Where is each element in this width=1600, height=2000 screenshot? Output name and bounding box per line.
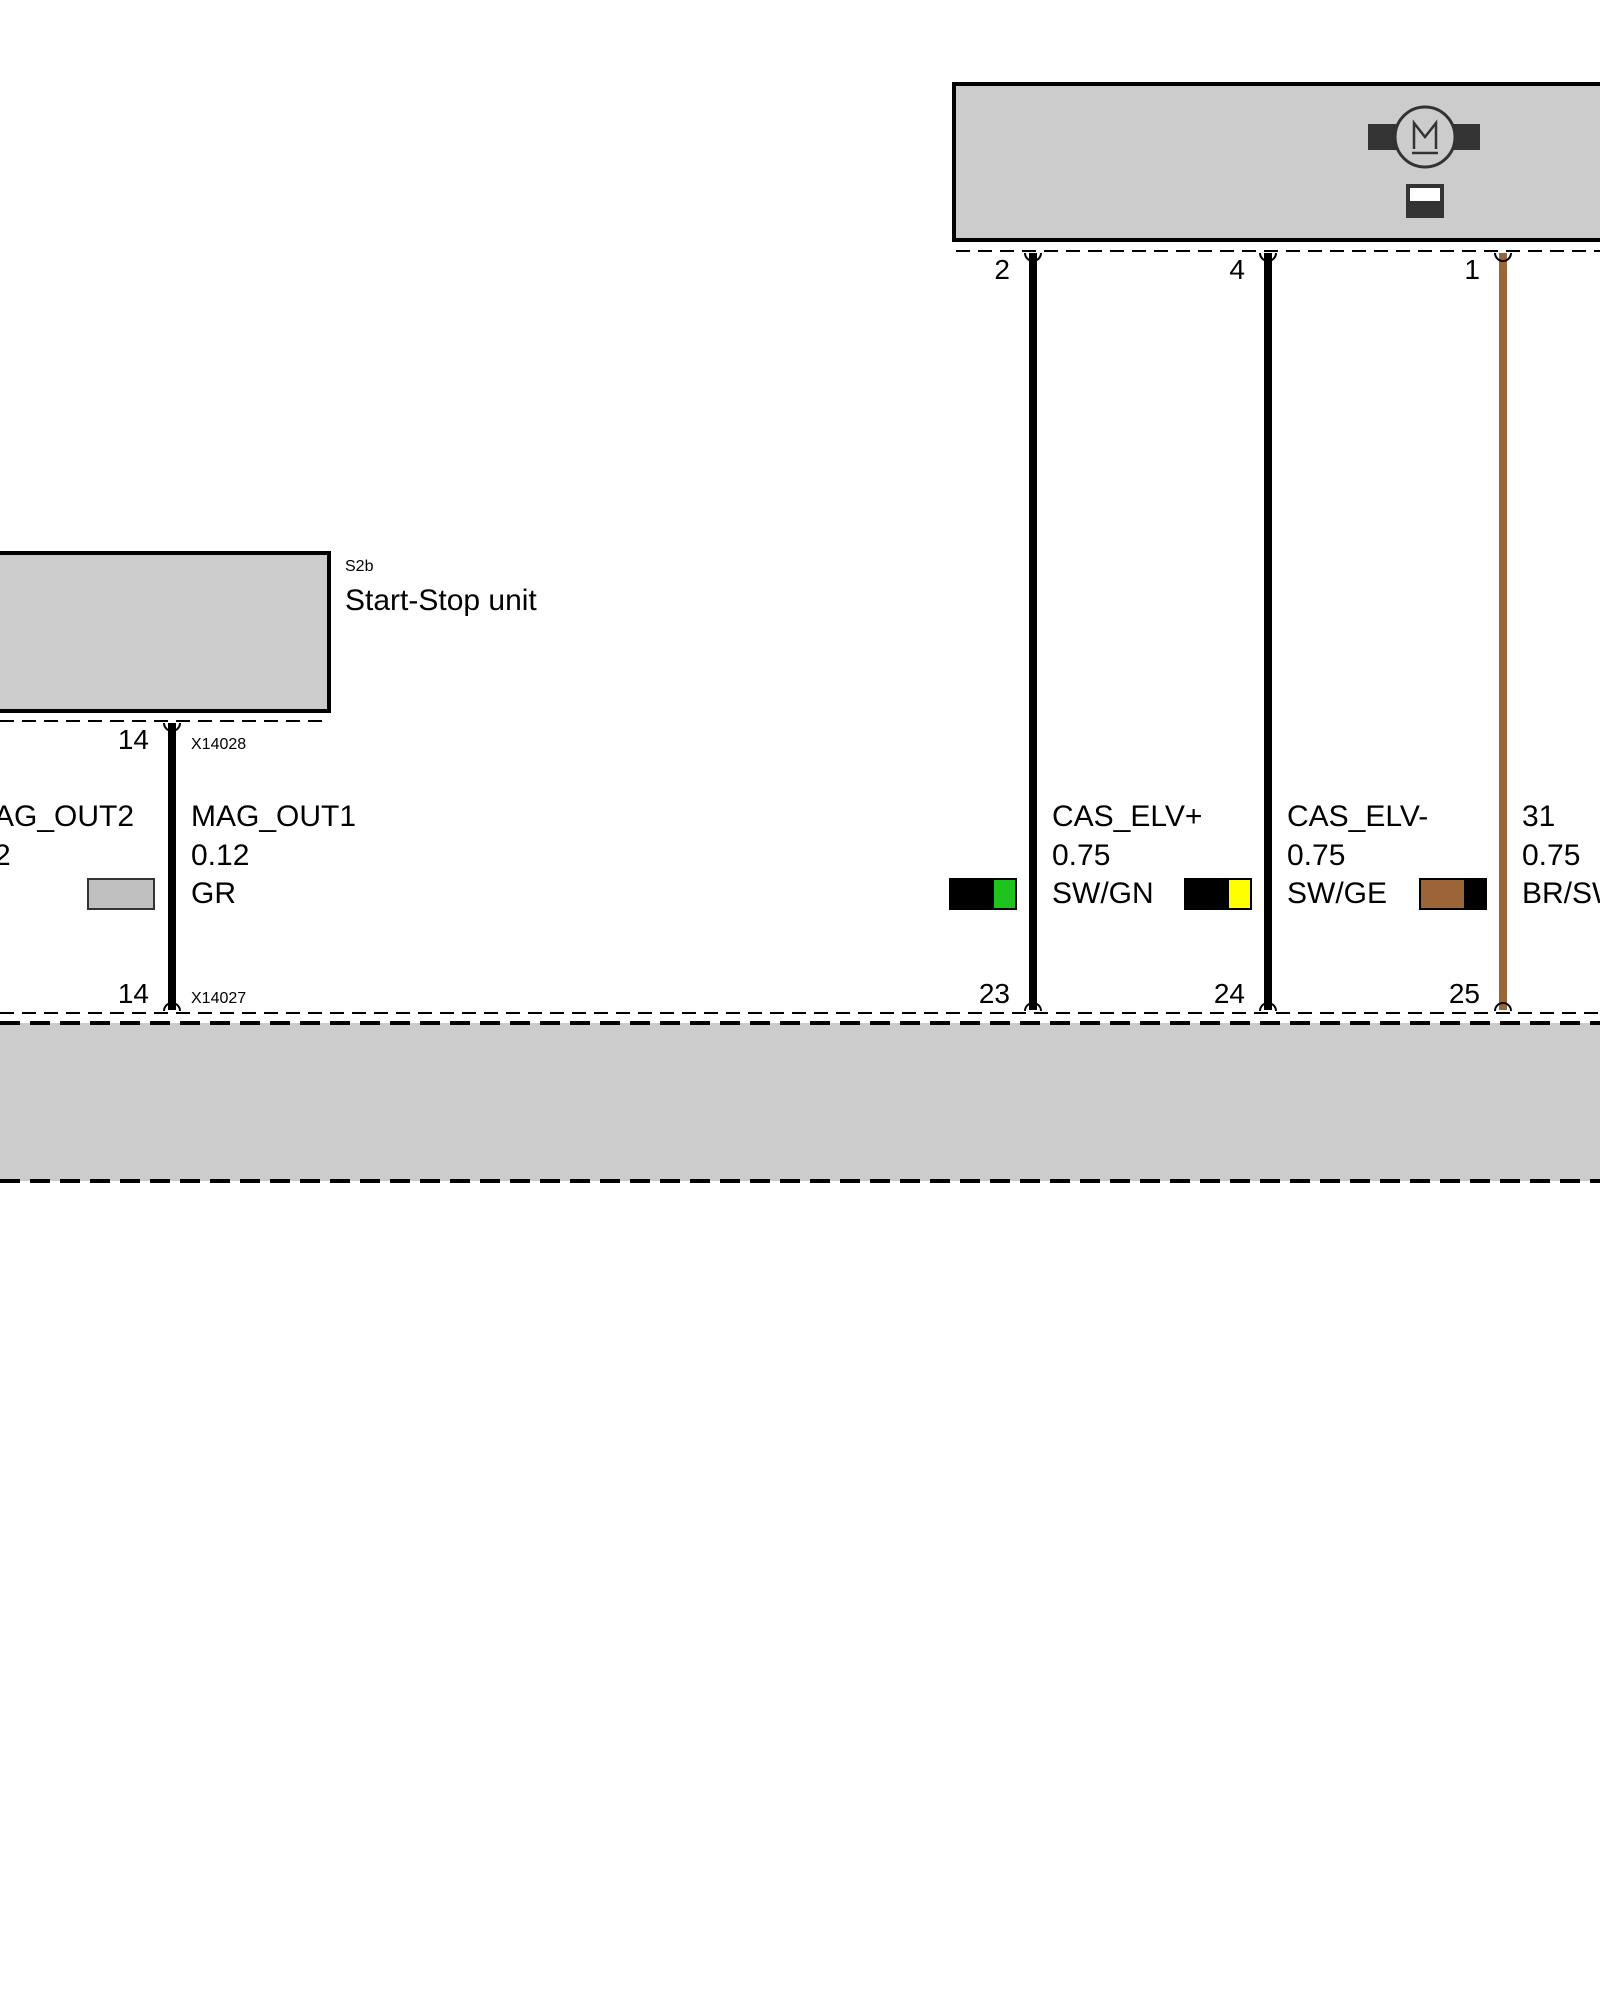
wire-signal-ag-out2: AG_OUT2	[0, 800, 134, 833]
wire-mag-out1	[163, 722, 181, 1012]
swatch-cas-elv-plus	[949, 878, 1017, 910]
sensor-icon	[1406, 184, 1444, 218]
wire-cas-elv-minus	[1259, 252, 1277, 1012]
motor-icon	[1368, 105, 1480, 169]
start-stop-name: Start-Stop unit	[345, 584, 537, 617]
bottom-unit-box	[0, 1023, 1600, 1181]
wire-size-ag-out2: 2	[0, 839, 11, 872]
swatch-31	[1419, 878, 1487, 910]
wire-color-cas-elv-minus: SW/GE	[1287, 877, 1387, 910]
pin-top-cas-elv-minus: 4	[1229, 254, 1245, 285]
swatch-mag-out1	[87, 878, 155, 910]
wire-color-31: BR/SW	[1522, 877, 1600, 910]
wire-color-cas-elv-plus: SW/GN	[1052, 877, 1154, 910]
pin-bottom-cas-elv-plus: 23	[979, 978, 1010, 1009]
wire-signal-mag-out1: MAG_OUT1	[191, 800, 356, 833]
start-stop-connector-id: X14028	[191, 736, 246, 753]
pin-bottom-cas-elv-minus: 24	[1214, 978, 1245, 1009]
wire-size-cas-elv-plus: 0.75	[1052, 839, 1110, 872]
wire-signal-cas-elv-plus: CAS_ELV+	[1052, 800, 1202, 833]
pin-top-cas-elv-plus: 2	[994, 254, 1010, 285]
top-unit-box	[952, 82, 1600, 242]
wire-signal-cas-elv-minus: CAS_ELV-	[1287, 800, 1428, 833]
swatch-cas-elv-minus	[1184, 878, 1252, 910]
start-stop-unit-box	[0, 551, 331, 713]
wire-signal-31: 31	[1522, 800, 1555, 833]
wire-cas-elv-plus	[1024, 252, 1042, 1012]
wire-size-31: 0.75	[1522, 839, 1580, 872]
pin-bottom-mag-out1: 14	[118, 978, 149, 1009]
wire-size-mag-out1: 0.12	[191, 839, 249, 872]
pin-top-mag-out1: 14	[118, 724, 149, 755]
wire-size-cas-elv-minus: 0.75	[1287, 839, 1345, 872]
start-stop-code: S2b	[345, 558, 374, 575]
pin-bottom-31: 25	[1449, 978, 1480, 1009]
wire-31	[1494, 252, 1512, 1012]
bottom-connector-id: X14027	[191, 990, 246, 1007]
wire-color-mag-out1: GR	[191, 877, 236, 910]
pin-top-31: 1	[1464, 254, 1480, 285]
